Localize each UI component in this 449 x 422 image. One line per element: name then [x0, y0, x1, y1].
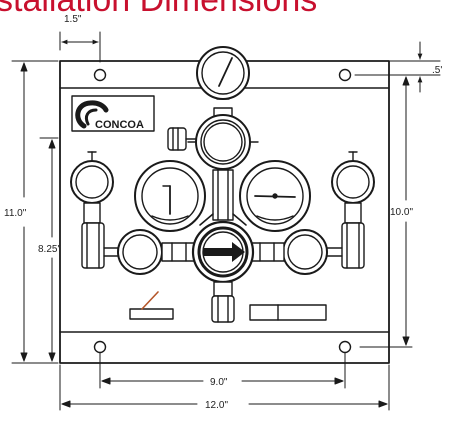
lower-left-label-plate — [129, 291, 174, 320]
page-title: stallation Dimensions — [0, 0, 318, 19]
center-manifold — [212, 169, 234, 221]
logo-wordmark: CONCOA — [95, 119, 144, 131]
right-lower-regulator — [247, 229, 343, 275]
right-inlet-valve — [331, 151, 375, 269]
lower-right-label-plate — [249, 304, 327, 321]
dim-top-offset: 1.5" — [64, 14, 82, 25]
indicator-arrow-icon — [203, 242, 245, 262]
left-inlet-valve — [70, 151, 114, 269]
center-changeover-valve — [191, 213, 255, 284]
concoa-logo: CONCOA — [71, 95, 155, 132]
left-lower-regulator — [103, 229, 199, 275]
dim-hole-spacing-horizontal: 9.0" — [210, 377, 228, 388]
right-pressure-gauge — [239, 160, 311, 232]
dim-hole-spacing-vertical: 10.0" — [390, 207, 413, 218]
dim-mount-height: 8.25" — [38, 244, 61, 255]
left-pressure-gauge — [134, 160, 206, 232]
outlet-fitting — [167, 127, 197, 151]
mount-hole-top-right — [338, 68, 352, 82]
top-regulator — [187, 114, 259, 170]
mount-hole-top-left — [93, 68, 107, 82]
dimension-lines — [11, 31, 441, 411]
dim-overall-height: 11.0" — [4, 208, 27, 219]
bottom-outlet — [211, 281, 235, 323]
dim-hole-offset: .5' — [432, 65, 442, 76]
dim-overall-width: 12.0" — [205, 400, 228, 411]
top-pressure-gauge — [196, 46, 250, 121]
